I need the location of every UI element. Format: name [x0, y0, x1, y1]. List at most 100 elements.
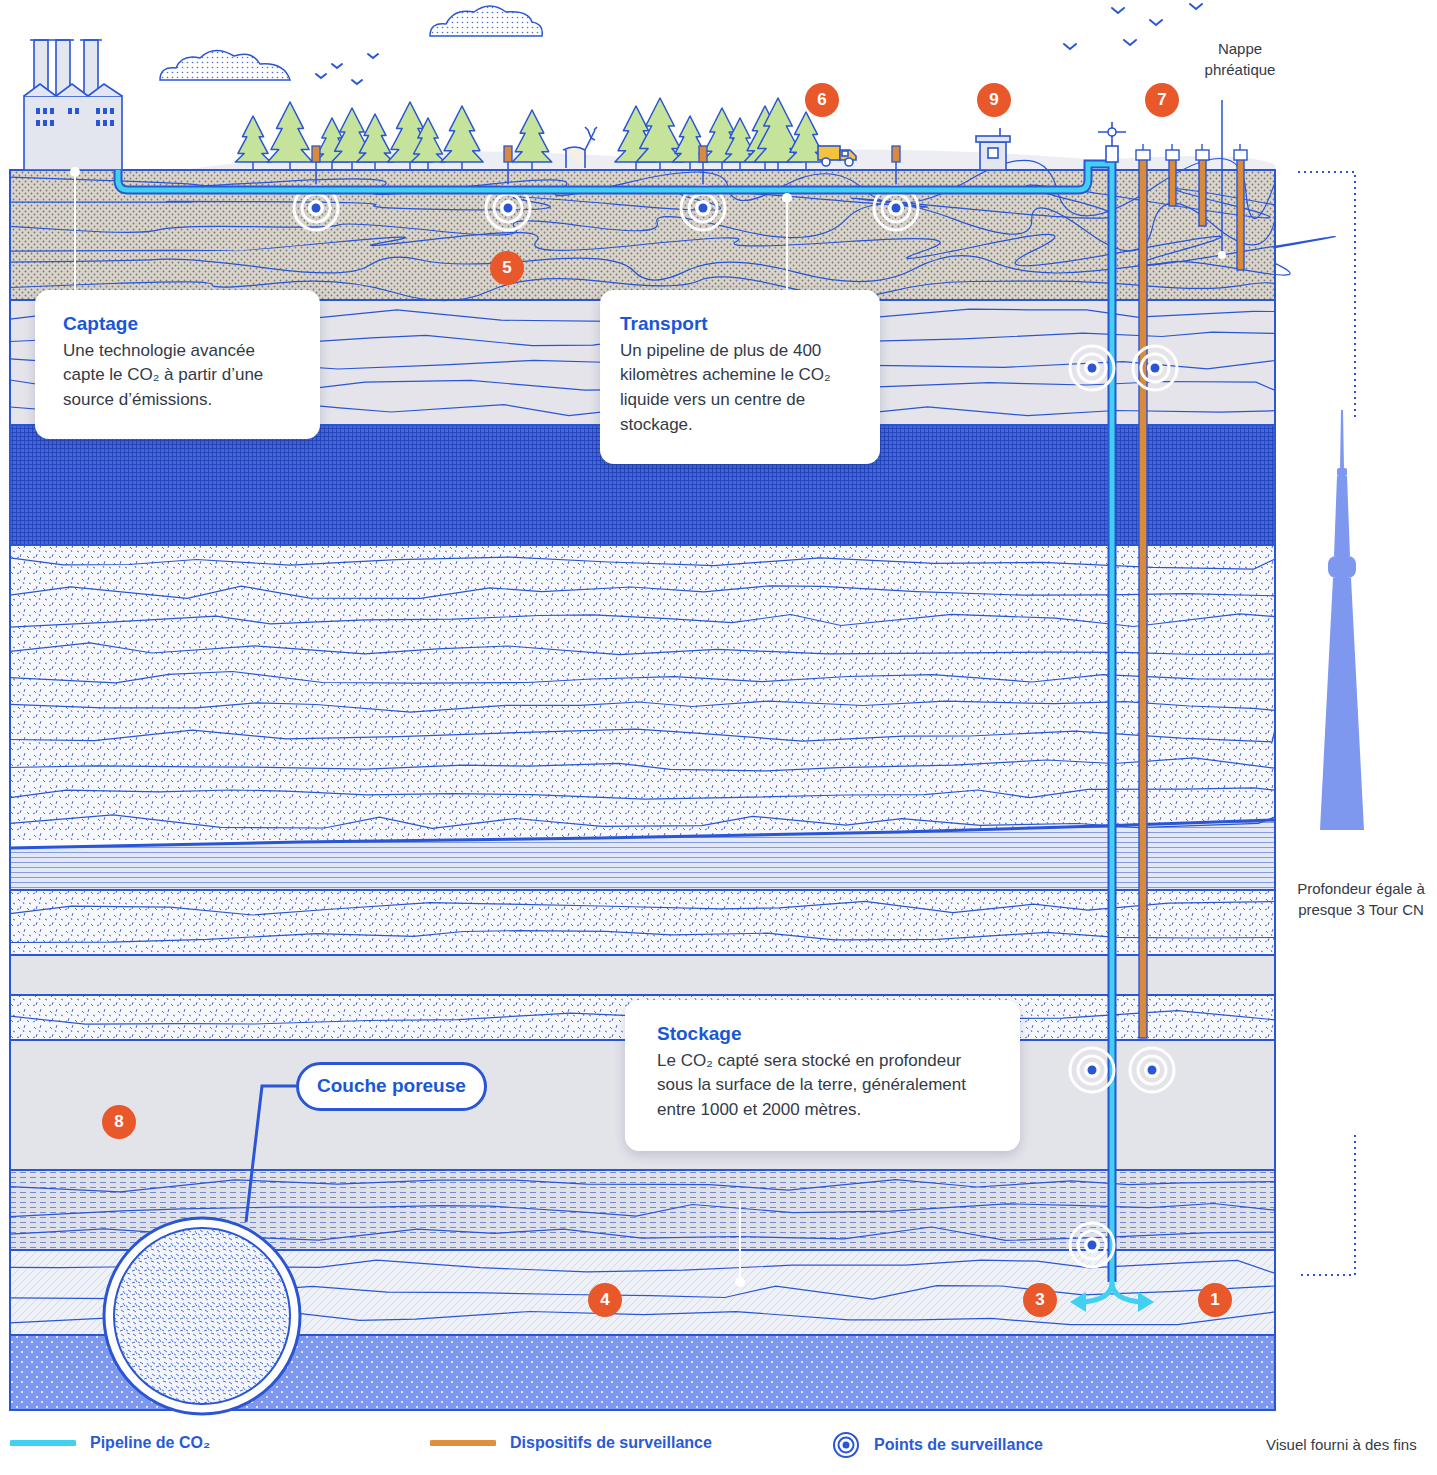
- sensor-post: [504, 146, 512, 162]
- legend-target-sample: [832, 1431, 860, 1459]
- info-callout-box: CaptageUne technologie avancée capte le …: [35, 290, 320, 439]
- legend-label: Dispositifs de surveillance: [510, 1434, 712, 1452]
- legend-ring: [834, 1433, 858, 1457]
- strata-line: [10, 672, 1275, 684]
- strata-line: [10, 729, 1275, 742]
- monitoring-ring: [1070, 346, 1114, 390]
- monitoring-dot: [1148, 1066, 1157, 1075]
- tree-trunk: [659, 162, 661, 169]
- sensor-wire: [702, 160, 704, 188]
- callout-number: 8: [102, 1105, 136, 1139]
- box-heading: Captage: [63, 312, 300, 337]
- legend-label: Points de surveillance: [874, 1436, 1043, 1454]
- tree: [357, 114, 394, 162]
- tree-trunk: [805, 162, 807, 169]
- water-table-label: Nappe phréatique: [1188, 38, 1292, 80]
- callout-number: 3: [1023, 1283, 1057, 1317]
- monitoring-dot: [695, 200, 711, 216]
- tree-trunk: [739, 162, 741, 169]
- tree-trunk: [764, 162, 766, 169]
- callout-number: 1: [1198, 1283, 1232, 1317]
- monitoring-ring: [1138, 1056, 1166, 1084]
- monitoring-dot: [1088, 1241, 1097, 1250]
- strata-line: [10, 1204, 1275, 1217]
- legend-line: [432, 1440, 494, 1446]
- tree: [672, 116, 707, 162]
- monitoring-dot: [1151, 364, 1160, 373]
- sensor-wire: [507, 160, 509, 188]
- box-body-text: Le CO₂ capté sera stocké en profondeur s…: [657, 1049, 994, 1123]
- legend-item: Points de surveillance: [832, 1431, 1043, 1459]
- sensor-post: [312, 146, 320, 162]
- monitoring-ring: [1133, 346, 1177, 390]
- strata-line: [10, 931, 1275, 943]
- disclaimer-note: Visuel fourni à des fins: [1266, 1434, 1417, 1455]
- tree: [441, 106, 483, 162]
- legend-line: [12, 1440, 74, 1446]
- tree-trunk: [289, 162, 291, 169]
- tree: [235, 116, 270, 162]
- monitoring-ring: [1078, 1056, 1106, 1084]
- layer-label: Couche poreuse: [317, 1075, 466, 1096]
- monitoring-ring: [1130, 1048, 1174, 1092]
- legend-label: Pipeline de CO₂: [90, 1434, 210, 1452]
- monitoring-dot: [1084, 360, 1100, 376]
- strata-line: [10, 643, 1275, 655]
- tree-trunk: [331, 162, 333, 169]
- strata-line: [10, 901, 1275, 915]
- strata-line: [10, 758, 1275, 771]
- monitoring-ring: [302, 194, 330, 222]
- monitoring-dot: [892, 204, 901, 213]
- callout-number: 9: [977, 83, 1011, 117]
- tree: [512, 110, 551, 162]
- box-heading: Stockage: [657, 1022, 994, 1047]
- legend-line-sample: [430, 1431, 496, 1455]
- tree-trunk: [721, 162, 723, 169]
- tree: [268, 102, 313, 162]
- callout-number: 6: [805, 83, 839, 117]
- strata-line: [10, 614, 1275, 627]
- strata-line: [10, 788, 1275, 799]
- tree-trunk: [777, 162, 779, 169]
- monitoring-ring: [1070, 1048, 1114, 1092]
- info-callout-box: StockageLe CO₂ capté sera stocké en prof…: [625, 1000, 1020, 1151]
- strata-line: [10, 256, 1290, 282]
- sensor-wire: [315, 160, 317, 188]
- box-body-text: Un pipeline de plus de 400 kilomètres ac…: [620, 339, 860, 438]
- monitoring-ring: [1070, 1223, 1114, 1267]
- sensor-wire: [895, 160, 897, 188]
- legend-ring: [839, 1438, 854, 1453]
- sensor-post: [892, 146, 900, 162]
- tree-trunk: [531, 162, 533, 169]
- box-body-text: Une technologie avancée capte le CO₂ à p…: [63, 339, 300, 413]
- tree-trunk: [351, 162, 353, 169]
- monitoring-dot: [312, 204, 321, 213]
- monitoring-ring: [689, 194, 717, 222]
- tree-trunk: [374, 162, 376, 169]
- strata-line: [10, 815, 1275, 829]
- tree-trunk: [409, 162, 411, 169]
- box-heading: Transport: [620, 312, 860, 337]
- monitoring-dot: [504, 204, 513, 213]
- monitoring-dot: [1147, 360, 1163, 376]
- monitoring-ring: [1141, 354, 1169, 382]
- strata-line: [10, 203, 1275, 251]
- tree-trunk: [461, 162, 463, 169]
- depth-note: Profondeur égale à presque 3 Tour CN: [1293, 878, 1429, 920]
- tree-trunk: [427, 162, 429, 169]
- monitoring-dot: [500, 200, 516, 216]
- monitoring-dot: [1088, 1066, 1097, 1075]
- monitoring-dot: [1084, 1237, 1100, 1253]
- layer-pill: Couche poreuse: [296, 1062, 487, 1111]
- legend-dot: [843, 1442, 850, 1449]
- strata-line: [10, 1180, 1275, 1192]
- monitoring-ring: [1078, 1231, 1106, 1259]
- monitoring-dot: [1144, 1062, 1160, 1078]
- monitoring-ring: [494, 194, 522, 222]
- legend-item: Dispositifs de surveillance: [430, 1431, 712, 1455]
- monitoring-dot: [888, 200, 904, 216]
- legend-item: Pipeline de CO₂: [10, 1431, 210, 1455]
- strata-line: [10, 557, 1275, 569]
